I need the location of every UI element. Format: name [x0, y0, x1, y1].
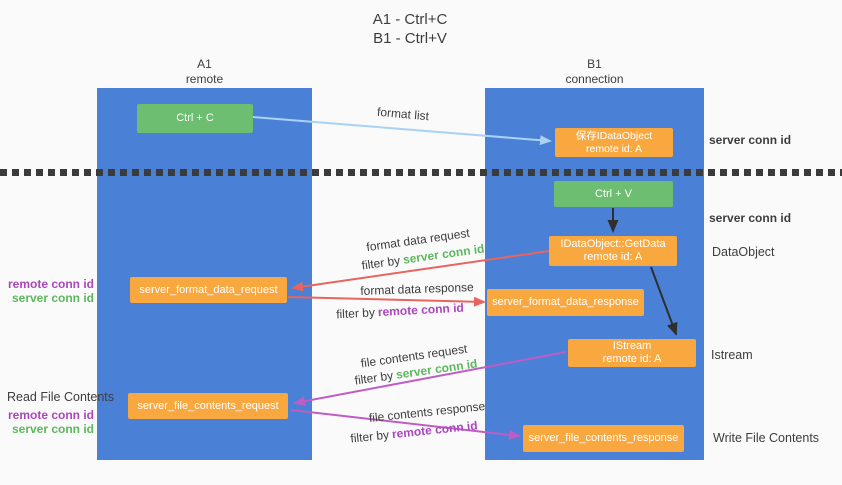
label-write-file-contents: Write File Contents: [713, 431, 820, 445]
node-idataobject-getdata-line1: IDataObject::GetData: [560, 238, 666, 250]
node-server-file-contents-request-label: server_file_contents_request: [137, 399, 279, 412]
conn-id-stack-format: remote conn id server conn id: [0, 277, 94, 305]
node-server-format-data-request-label: server_format_data_request: [139, 283, 278, 296]
lane-header-b1: B1 connection: [485, 57, 704, 87]
remote-conn-id-term: remote conn id: [7, 277, 94, 291]
node-server-format-data-response-label: server_format_data_response: [492, 296, 639, 308]
lane-a1-name: A1: [197, 57, 212, 71]
node-idataobject-getdata: IDataObject::GetData remote id: A: [549, 236, 677, 266]
node-server-format-data-response: server_format_data_response: [487, 289, 644, 316]
lane-header-a1: A1 remote: [97, 57, 312, 87]
label-dataobject: DataObject: [712, 245, 775, 259]
diagram-title: A1 - Ctrl+C B1 - Ctrl+V: [0, 10, 820, 48]
lane-a1-subtitle: remote: [185, 72, 224, 86]
label-format-list: format list: [376, 104, 430, 124]
lane-b1-name: B1: [587, 57, 602, 71]
node-ctrl-c: Ctrl + C: [137, 104, 253, 133]
server-conn-id-term: server conn id: [11, 291, 94, 305]
label-read-file-contents: Read File Contents: [7, 390, 115, 404]
node-ctrl-v: Ctrl + V: [554, 181, 673, 207]
remote-conn-id-term: remote conn id: [7, 408, 94, 422]
node-server-file-contents-request: server_file_contents_request: [128, 393, 288, 419]
node-server-file-contents-response-label: server_file_contents_response: [528, 432, 679, 444]
label-server-conn-id-mid: server conn id: [709, 211, 792, 225]
label-server-conn-id-top: server conn id: [709, 133, 792, 147]
remote-conn-id-term: remote conn id: [377, 300, 465, 320]
node-server-format-data-request: server_format_data_request: [130, 277, 287, 303]
label-format-data-response: format data response: [360, 280, 474, 298]
server-conn-id-term: server conn id: [11, 422, 94, 436]
title-line-2: B1 - Ctrl+V: [373, 30, 447, 47]
node-idataobject-getdata-line2: remote id: A: [583, 251, 643, 263]
title-line-1: A1 - Ctrl+C: [372, 11, 448, 28]
conn-id-stack-file: remote conn id server conn id: [0, 408, 94, 436]
node-save-idataobject: 保存IDataObject remote id: A: [555, 128, 673, 157]
filter-by-text: filter by: [349, 427, 390, 446]
remote-conn-id-term: remote conn id: [391, 418, 479, 442]
filter-by-text: filter by: [360, 253, 402, 273]
session-divider-dashed-line: [0, 169, 842, 176]
node-istream: IStream remote id: A: [568, 339, 696, 367]
lane-b1-subtitle: connection: [565, 72, 624, 86]
node-save-idataobject-line1: 保存IDataObject: [575, 129, 653, 142]
node-ctrl-c-label: Ctrl + C: [176, 112, 214, 124]
label-istream: Istream: [711, 348, 753, 362]
node-save-idataobject-line2: remote id: A: [585, 142, 643, 155]
filter-by-text: filter by: [335, 305, 376, 322]
node-server-file-contents-response: server_file_contents_response: [523, 425, 684, 452]
filter-by-text: filter by: [353, 368, 395, 388]
node-ctrl-v-label: Ctrl + V: [595, 187, 632, 200]
node-istream-line1: IStream: [612, 340, 652, 352]
node-istream-line2: remote id: A: [602, 353, 662, 365]
